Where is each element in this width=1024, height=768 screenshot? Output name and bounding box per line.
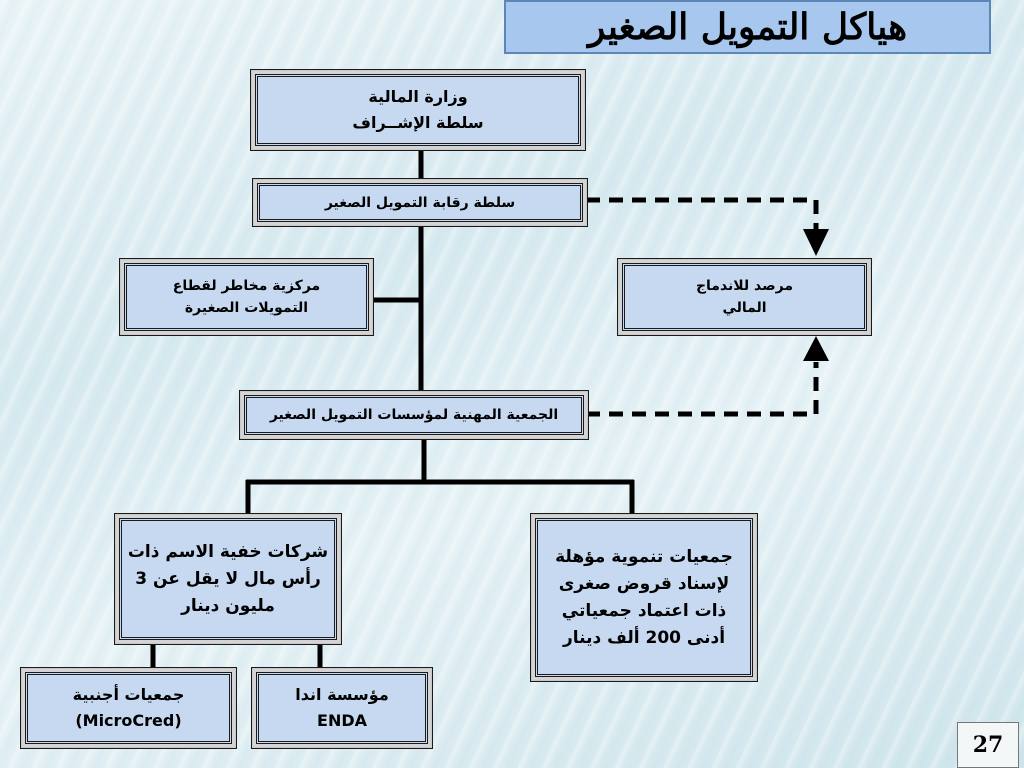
box-foreign-associations: جمعيات أجنبية (MicroCred) xyxy=(22,669,235,747)
dashed-association-observatory xyxy=(586,362,819,417)
enda-line1: مؤسسة اندا xyxy=(295,685,389,704)
slide-title: هياكل التمويل الصغير xyxy=(504,0,991,54)
page-number: 27 xyxy=(957,722,1019,768)
association-line1: الجمعية المهنية لمؤسسات التمويل الصغير xyxy=(269,407,559,423)
companies-line1: شركات خفية الاسم ذات xyxy=(127,541,329,562)
box-companies: شركات خفية الاسم ذات رأس مال لا يقل عن 3… xyxy=(116,515,340,643)
dev-associations-line1: جمعيات تنموية مؤهلة xyxy=(555,546,733,567)
box-association: الجمعية المهنية لمؤسسات التمويل الصغير xyxy=(241,392,587,438)
arrow-down-icon xyxy=(803,229,829,256)
ministry-line1: وزارة المالية xyxy=(368,87,468,106)
arrow-up-icon xyxy=(803,336,829,361)
regulator-line1: سلطة رقابة التمويل الصغير xyxy=(324,194,516,211)
dev-associations-line2: لإسناد قروض صغرى xyxy=(558,573,730,594)
box-ministry: وزارة المالية سلطة الإشــراف xyxy=(252,71,584,149)
box-risk-center: مركزية مخاطر لقطاع التمويلات الصغيرة xyxy=(121,260,372,334)
box-observatory: مرصد للاندماج المالي xyxy=(619,260,870,334)
ministry-line2: سلطة الإشــراف xyxy=(352,113,484,132)
companies-line2: رأس مال لا يقل عن 3 xyxy=(135,568,321,589)
observatory-line2: المالي xyxy=(722,300,767,316)
enda-line2: ENDA xyxy=(317,711,367,730)
box-regulator: سلطة رقابة التمويل الصغير xyxy=(254,180,586,225)
risk-center-line1: مركزية مخاطر لقطاع xyxy=(172,278,321,294)
box-dev-associations: جمعيات تنموية مؤهلة لإسناد قروض صغرى ذات… xyxy=(532,515,756,680)
box-enda: مؤسسة اندا ENDA xyxy=(253,669,431,747)
risk-center-line2: التمويلات الصغيرة xyxy=(184,300,309,316)
dev-associations-line4: أدنى 200 ألف دينار xyxy=(562,627,726,648)
dev-associations-line3: ذات اعتماد جمعياتي xyxy=(561,600,727,621)
observatory-line1: مرصد للاندماج xyxy=(695,278,794,294)
companies-line3: مليون دينار xyxy=(181,595,275,616)
dashed-regulator-observatory xyxy=(586,197,819,232)
foreign-line1: جمعيات أجنبية xyxy=(72,685,185,704)
foreign-line2: (MicroCred) xyxy=(75,711,182,730)
